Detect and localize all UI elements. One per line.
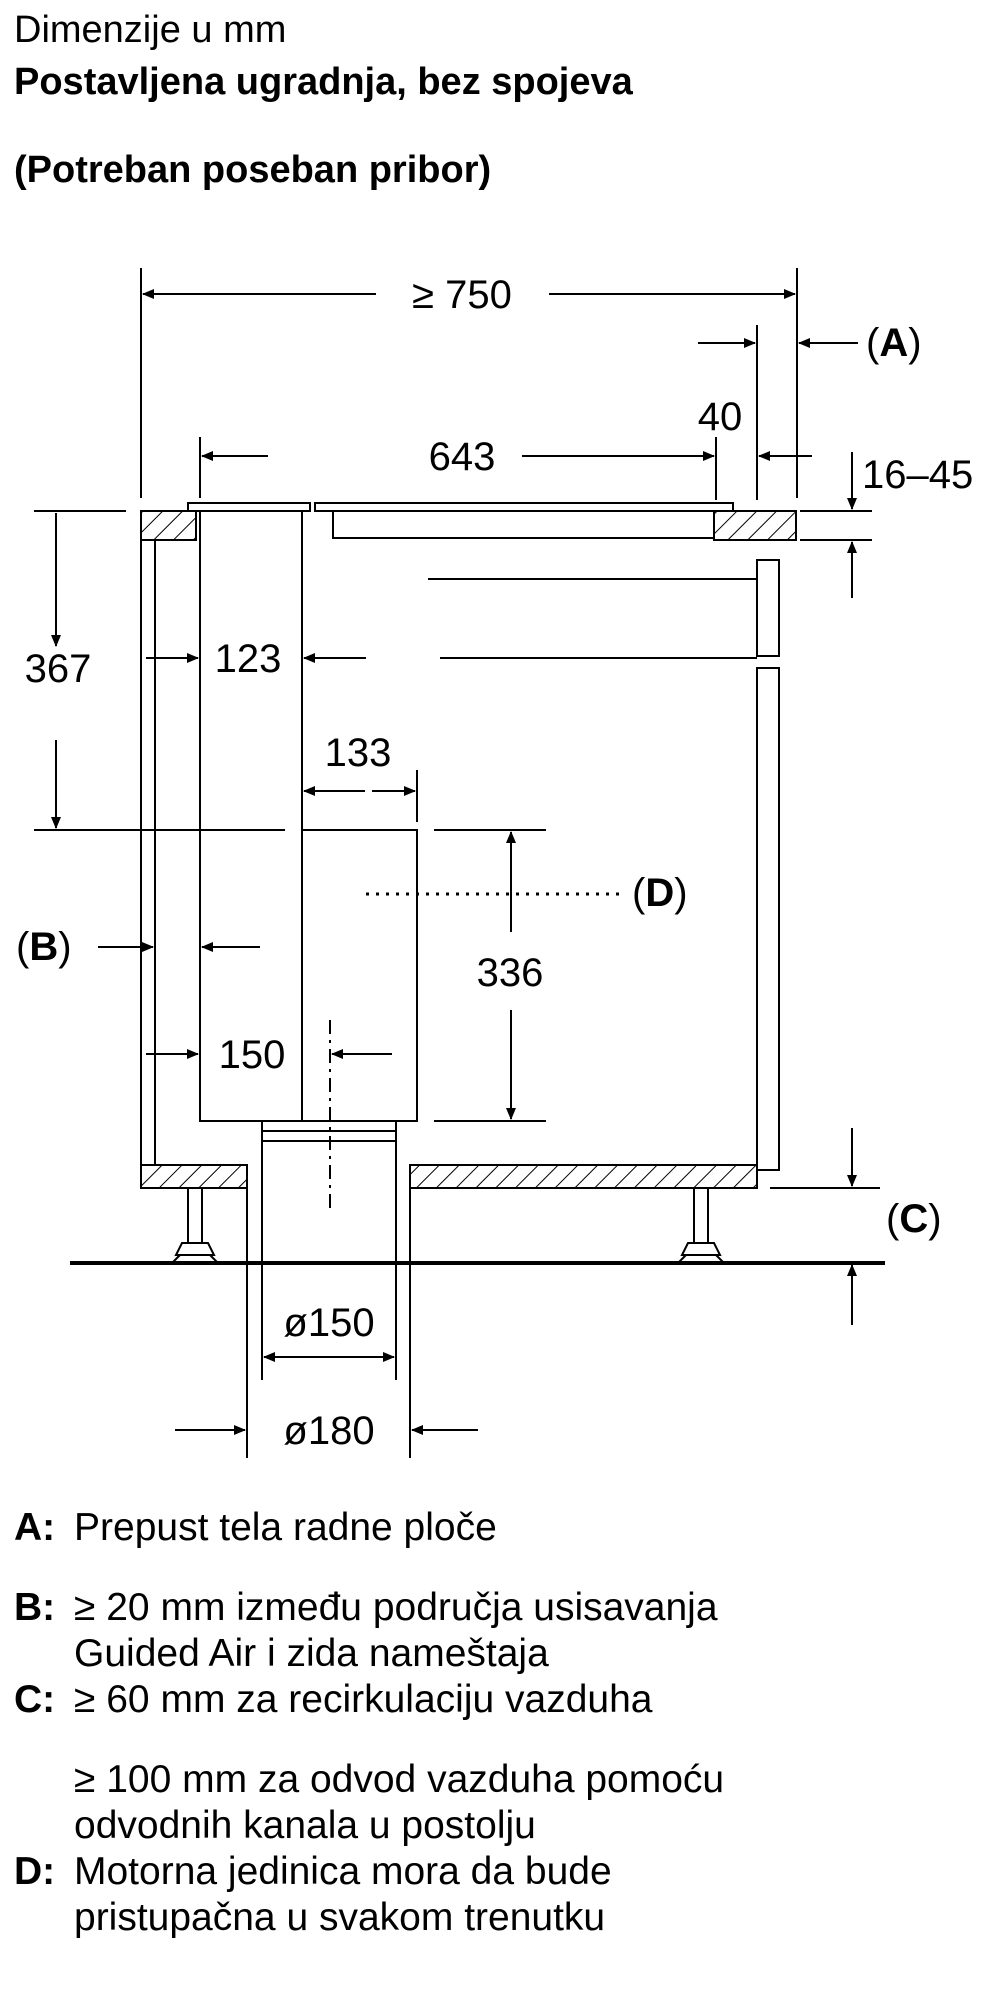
- legend-text-c-2: ≥ 100 mm za odvod vazduha pomoću: [74, 1758, 725, 1801]
- countertop-right: [713, 510, 797, 541]
- legend-item-a: A: Prepust tela radne ploče: [14, 1505, 974, 1551]
- legend: A: Prepust tela radne ploče B: ≥ 20 mm i…: [14, 1505, 974, 1941]
- legend-item-c: C: ≥ 60 mm za recirkulaciju vazduha ≥ 10…: [14, 1677, 974, 1849]
- dim-dia-150: ø150: [283, 1301, 374, 1345]
- legend-text-c-3: odvodnih kanala u postolju: [74, 1804, 536, 1847]
- cabinet-bottom-right: [409, 1164, 758, 1189]
- door-front: [756, 667, 780, 1171]
- legend-text-b-1: ≥ 20 mm između područja usisavanja: [74, 1586, 718, 1629]
- page-title: Dimenzije u mm: [14, 9, 287, 51]
- marker-labels: (A) (B) (C) (D): [16, 321, 942, 1241]
- dim-16-45: 16–45: [862, 453, 973, 497]
- legend-text-c-1: ≥ 60 mm za recirkulaciju vazduha: [74, 1678, 653, 1721]
- legend-key-d: D:: [14, 1850, 56, 1893]
- dim-40: 40: [698, 395, 743, 439]
- legend-text-d-1: Motorna jedinica mora da bude: [74, 1850, 612, 1893]
- dim-150: 150: [219, 1033, 286, 1077]
- marker-a: (A): [866, 321, 922, 365]
- legend-key-a: A:: [14, 1506, 56, 1549]
- marker-d: (D): [632, 871, 688, 915]
- cooktop-glass-left: [187, 502, 311, 512]
- accessory-note: (Potreban poseban pribor): [14, 149, 492, 191]
- motor-unit: [301, 829, 418, 1122]
- dim-750: ≥ 750: [412, 273, 512, 317]
- legend-key-b: B:: [14, 1586, 56, 1629]
- dim-336: 336: [477, 951, 544, 995]
- marker-b: (B): [16, 925, 72, 969]
- cooktop-body: [332, 510, 715, 539]
- marker-c: (C): [886, 1197, 942, 1241]
- dim-367: 367: [25, 647, 92, 691]
- dim-643: 643: [429, 435, 496, 479]
- right-leg: [675, 1187, 727, 1264]
- cooktop-glass-right: [314, 502, 734, 512]
- countertop-left: [140, 510, 197, 541]
- legend-text-a: Prepust tela radne ploče: [74, 1506, 497, 1549]
- dim-133: 133: [325, 731, 392, 775]
- dim-dia-180: ø180: [283, 1409, 374, 1453]
- cabinet-structure: [140, 502, 797, 1264]
- legend-text-b-2: Guided Air i zida nameštaja: [74, 1632, 549, 1675]
- legend-text-d-2: pristupačna u svakom trenutku: [74, 1896, 606, 1939]
- legend-key-c: C:: [14, 1678, 56, 1721]
- drawer-front-upper: [756, 559, 780, 657]
- dim-123: 123: [215, 637, 282, 681]
- dimension-lines: [34, 268, 880, 1458]
- air-duct: [199, 510, 303, 1122]
- dimension-labels: ≥ 750 40 643 16–45 367 123 133 336 150 ø…: [25, 273, 974, 1453]
- left-leg: [169, 1187, 221, 1264]
- installation-type-heading: Postavljena ugradnja, bez spojeva: [14, 61, 633, 103]
- legend-item-b: B: ≥ 20 mm između područja usisavanja Gu…: [14, 1585, 974, 1677]
- legend-item-d: D: Motorna jedinica mora da bude pristup…: [14, 1849, 974, 1941]
- cabinet-bottom-left: [140, 1164, 248, 1189]
